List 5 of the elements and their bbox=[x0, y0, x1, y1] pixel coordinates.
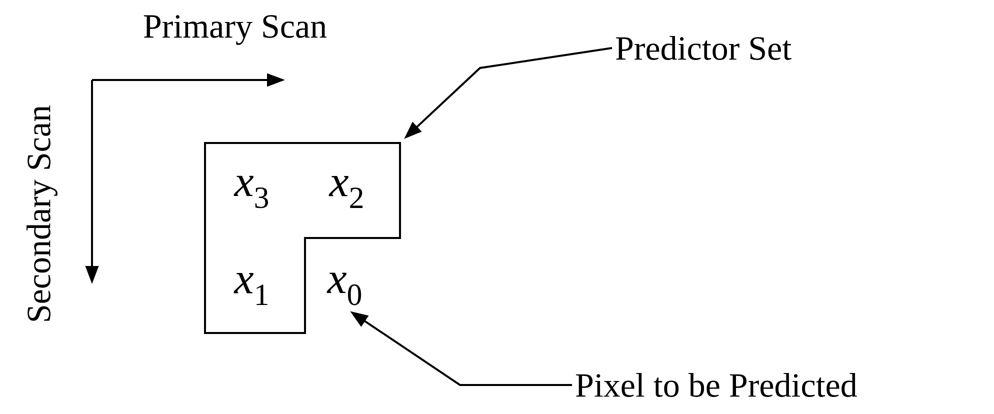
pixel-label: x$_{0}$ bbox=[326, 272, 362, 306]
callout-text: Pixel to be Predicted bbox=[576, 373, 857, 397]
callout-text: Predictor Set bbox=[616, 36, 792, 60]
axis-label: Secondary Scan bbox=[26, 105, 58, 321]
axis-label: Primary Scan bbox=[144, 15, 327, 45]
